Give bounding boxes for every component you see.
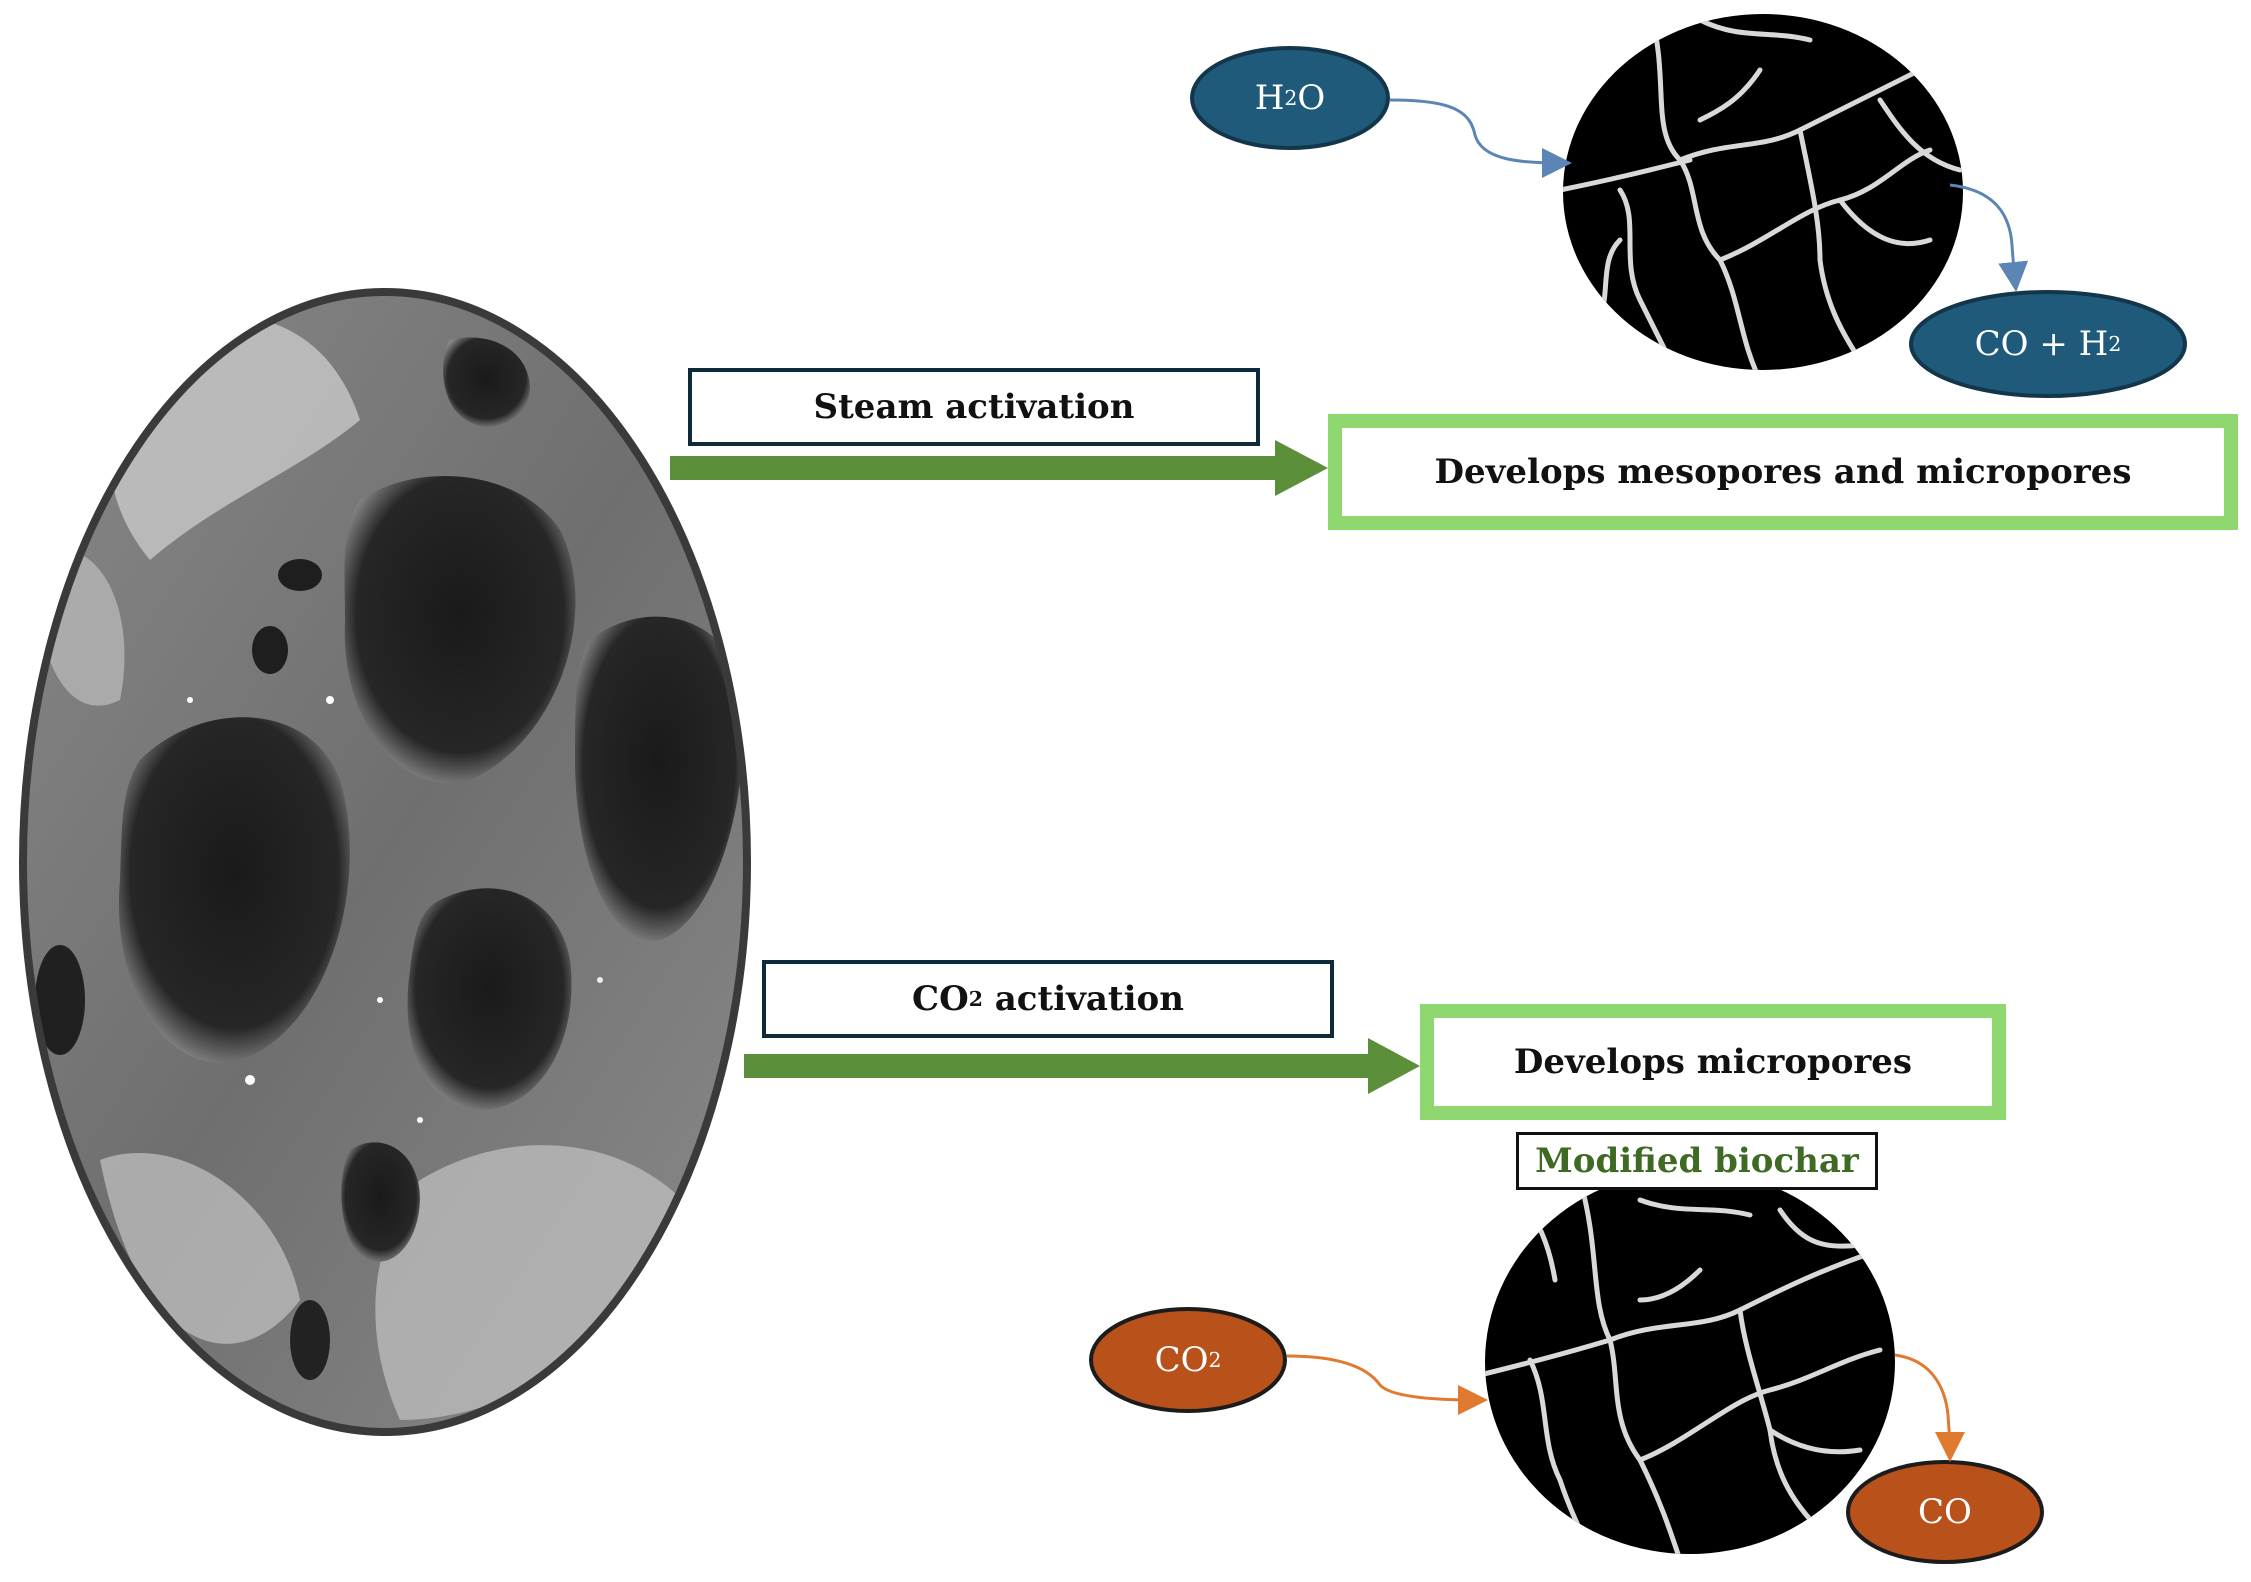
pore	[575, 616, 744, 941]
co-h2-ellipse	[1909, 290, 2187, 398]
h2o-o: O	[1297, 78, 1326, 118]
co2-activation-main: CO	[912, 979, 969, 1019]
h2o-sub: 2	[1284, 86, 1298, 110]
co2-reactant-sub: 2	[1208, 1348, 1222, 1372]
co2-arrow	[744, 1038, 1420, 1094]
steam-result-box: Develops mesopores and micropores	[1328, 414, 2238, 530]
h2o-in-arrow	[1389, 98, 1572, 178]
co-ellipse	[1846, 1460, 2044, 1564]
co-h2-sub: 2	[2108, 332, 2122, 356]
co-h2-main: CO + H	[1974, 324, 2109, 364]
co2-result-box: Develops micropores	[1420, 1004, 2006, 1120]
pore	[344, 476, 576, 784]
co-h2-out-arrow	[1949, 183, 2029, 292]
pore	[118, 717, 350, 1063]
sem-biochar-image	[19, 288, 751, 1436]
pore	[341, 1142, 420, 1262]
co2-ellipse	[1089, 1307, 1287, 1413]
h2o-ellipse	[1190, 46, 1390, 150]
steam-pore-structure	[1563, 14, 1963, 370]
h2o-h: H	[1254, 78, 1285, 118]
pore	[443, 337, 530, 428]
steam-activation-label: Steam activation	[688, 368, 1260, 446]
pore	[407, 888, 572, 1110]
co2-activation-tail: activation	[982, 979, 1184, 1019]
co-product-label: CO	[1918, 1492, 1972, 1532]
co-out-arrow	[1894, 1353, 1965, 1462]
co2-reactant-main: CO	[1154, 1340, 1209, 1380]
co2-pore-structure	[1485, 1170, 1895, 1554]
co2-activation-sub: 2	[968, 987, 983, 1011]
modified-biochar-label: Modified biochar	[1516, 1132, 1878, 1190]
steam-arrow	[670, 440, 1328, 496]
co2-in-arrow	[1286, 1354, 1488, 1415]
